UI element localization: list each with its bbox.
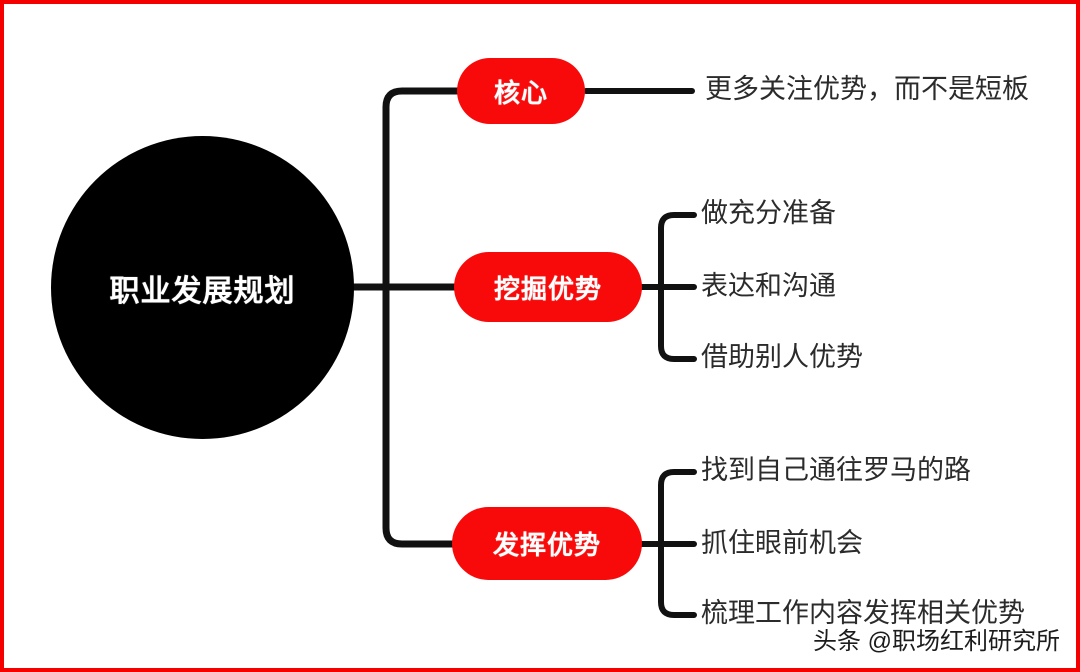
root-node-label: 职业发展规划 [109, 274, 296, 308]
root-node[interactable]: 职业发展规划 [51, 136, 354, 439]
branch-node-core[interactable]: 核心 [457, 58, 585, 124]
leaf-node-use-1[interactable]: 找到自己通往罗马的路 [701, 455, 971, 485]
leaf-node-dig-1[interactable]: 做充分准备 [701, 198, 836, 228]
leaf-node-dig-2[interactable]: 表达和沟通 [701, 271, 836, 301]
leaf-node-dig-3[interactable]: 借助别人优势 [701, 342, 863, 372]
watermark-text: 头条 @职场红利研究所 [812, 628, 1060, 655]
leaf-node-core-1[interactable]: 更多关注优势，而不是短板 [705, 74, 1029, 104]
branch-node-use-label: 发挥优势 [492, 530, 601, 560]
leaf-node-use-2[interactable]: 抓住眼前机会 [701, 528, 863, 558]
branch-node-dig-label: 挖掘优势 [493, 273, 602, 304]
branch-node-dig[interactable]: 挖掘优势 [454, 252, 642, 322]
connector-lines [344, 87, 697, 618]
branch-node-core-label: 核心 [493, 77, 548, 108]
branch-node-use[interactable]: 发挥优势 [452, 507, 642, 580]
leaf-node-use-3[interactable]: 梳理工作内容发挥相关优势 [701, 598, 1025, 628]
trunk-connector [382, 87, 468, 548]
